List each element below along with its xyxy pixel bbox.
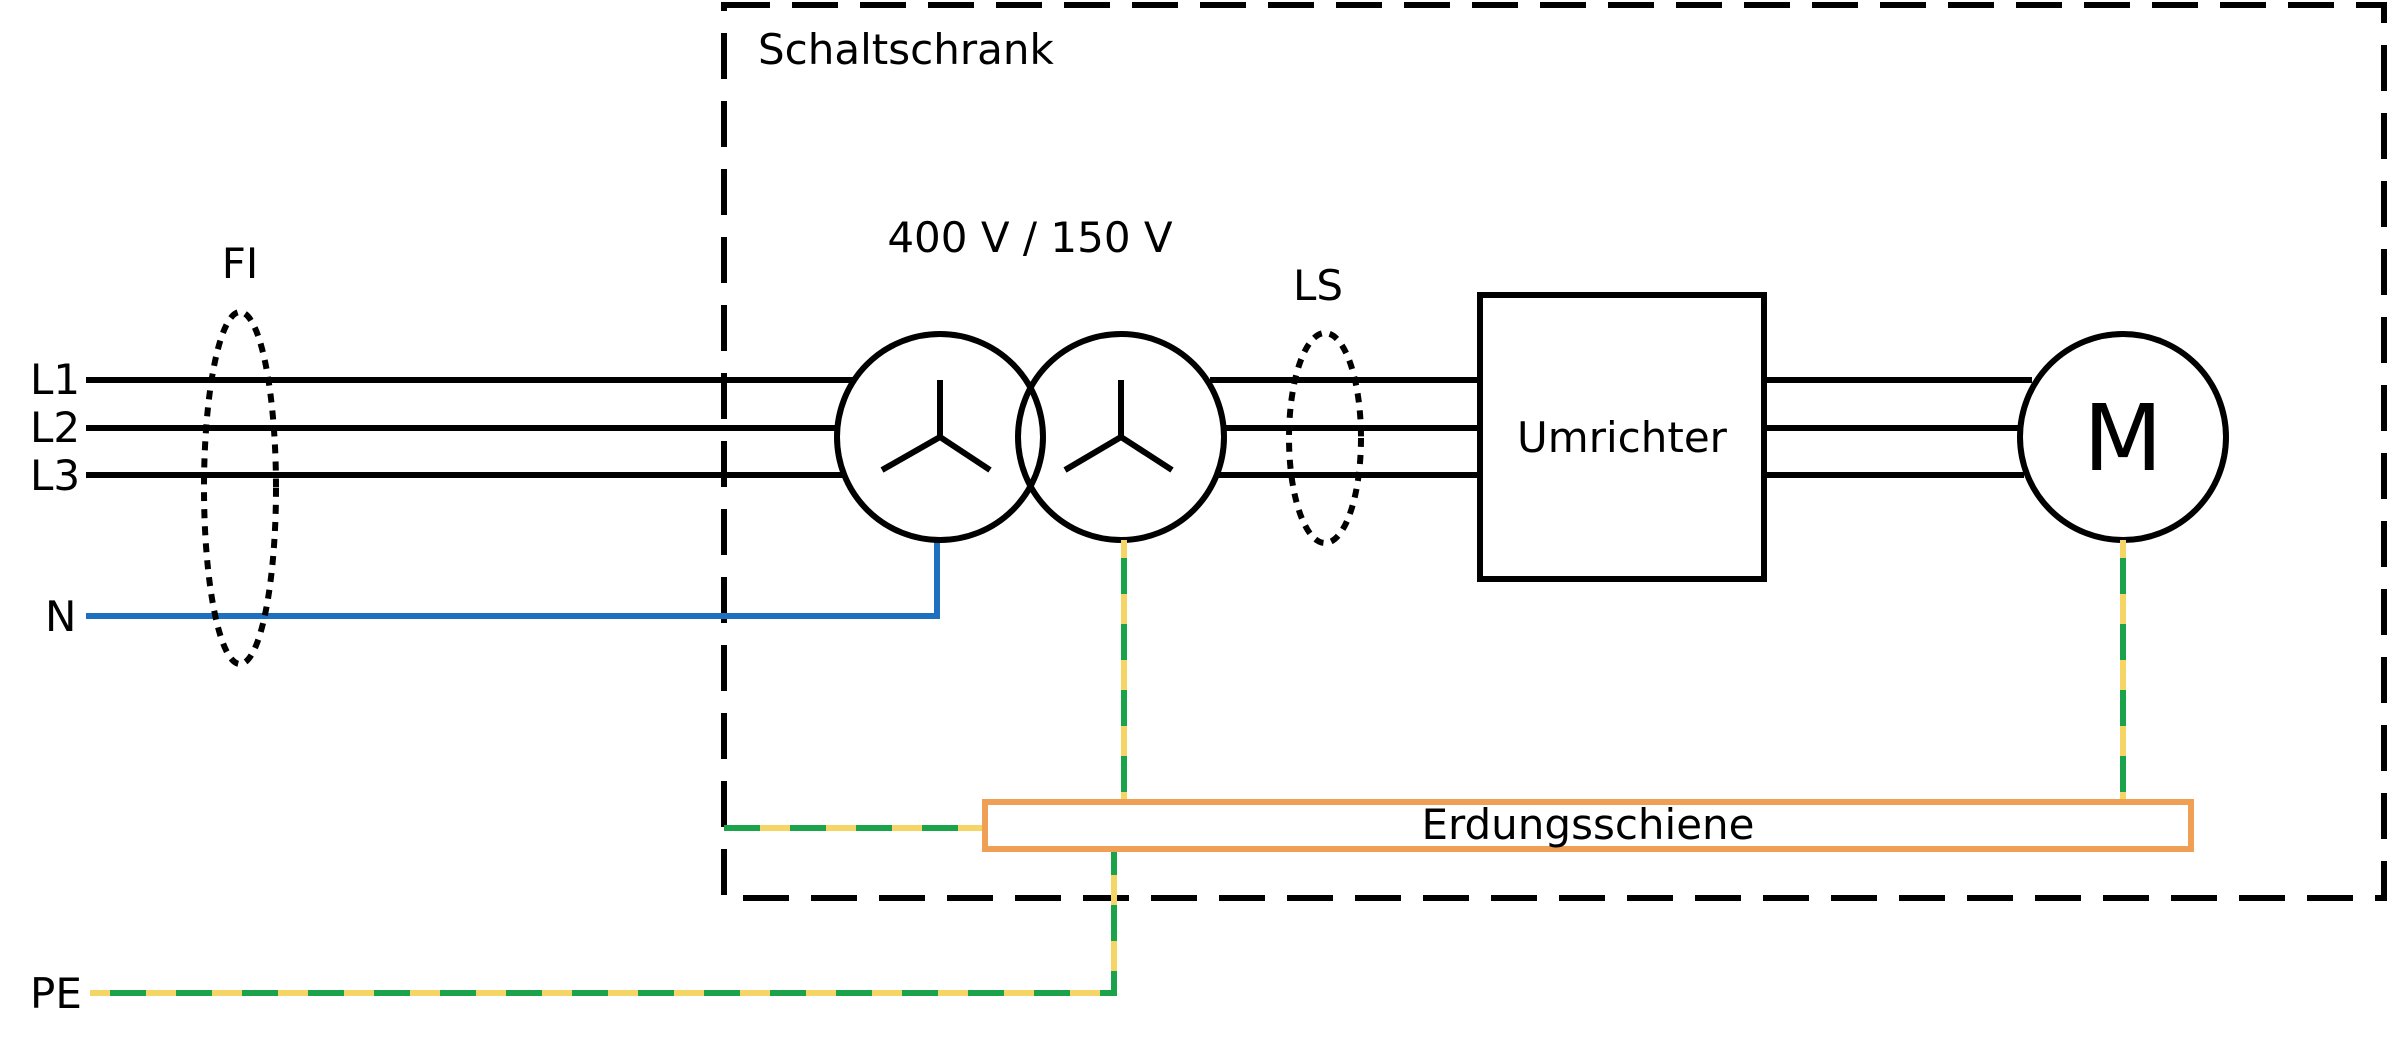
earthing-busbar xyxy=(982,799,2194,852)
label-n: N xyxy=(45,592,76,641)
label-l2: L2 xyxy=(30,403,80,452)
cabinet-label: Schaltschrank xyxy=(758,25,1054,74)
ls-breaker-icon xyxy=(1286,330,1364,546)
fi-breaker-icon xyxy=(201,309,279,667)
pe-conductors xyxy=(90,540,2126,996)
incoming-phase-lines xyxy=(86,377,855,478)
inverter-box xyxy=(1477,292,1767,582)
label-pe: PE xyxy=(30,969,82,1018)
motor-label: M xyxy=(2083,385,2162,492)
star-connection-icon xyxy=(1063,380,1174,473)
label-l3: L3 xyxy=(30,451,80,500)
inverter-label: Umrichter xyxy=(1517,413,1728,462)
transformer xyxy=(834,331,1227,543)
motor-phase-lines xyxy=(1764,377,2032,478)
label-fi: FI xyxy=(222,239,259,288)
secondary-phase-lines xyxy=(1210,377,1480,478)
neutral-line xyxy=(86,540,940,619)
label-ls: LS xyxy=(1293,261,1343,310)
busbar-label: Erdungsschiene xyxy=(1421,800,1754,849)
transformer-rating: 400 V / 150 V xyxy=(887,213,1173,262)
label-l1: L1 xyxy=(30,355,80,404)
star-connection-icon xyxy=(880,380,992,473)
cabinet-boundary xyxy=(721,2,2387,901)
